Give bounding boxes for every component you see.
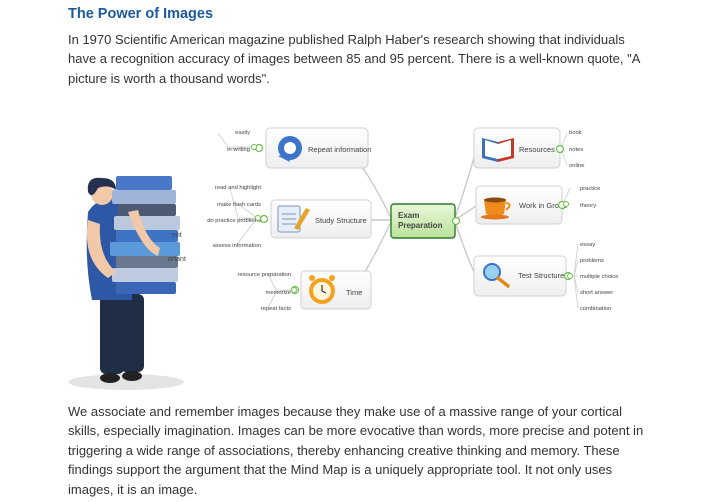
open-book-icon: [482, 138, 514, 162]
leaf-label: multiple choice: [580, 274, 618, 280]
central-topic-line-1: Exam: [398, 211, 419, 220]
leaf-label: short answer: [580, 290, 613, 296]
branch-label: Repeat information: [308, 145, 371, 154]
notepad-pencil-icon: [277, 205, 310, 233]
leaf-label: assess information: [213, 243, 261, 249]
magnifier-icon: [483, 263, 510, 288]
leaf-label: notes: [569, 147, 583, 153]
node-repeat-information: Repeat information: [254, 127, 371, 169]
book-spine-text: ent: [172, 232, 182, 239]
leaf-label: make flash cards: [217, 202, 261, 208]
branch-label: Study Structure: [315, 216, 367, 225]
branch-label: Test Structure: [518, 271, 564, 280]
alarm-clock-icon: [309, 275, 335, 304]
body-paragraph: We associate and remember images because…: [68, 404, 644, 497]
leaf-label: memorize: [266, 290, 291, 296]
node-resources: Resources: [473, 127, 565, 169]
leaf-label: problems: [580, 258, 604, 264]
intro-paragraph: In 1970 Scientific American magazine pub…: [68, 32, 640, 86]
leaf-label: repeat facts: [261, 306, 291, 312]
branch-label: Work in Group: [519, 201, 567, 210]
central-topic-exam-preparation: Exam Preparation: [390, 203, 461, 239]
section-heading: The Power of Images: [68, 6, 214, 22]
student-carrying-books-illustration: ent ortant: [68, 176, 186, 390]
mind-map-illustration: ent ortant Repeat information Study Stru…: [68, 127, 618, 390]
leaf-label: easily: [235, 130, 250, 136]
branch-label: Time: [346, 288, 362, 297]
node-study-structure: Study Structure: [259, 199, 372, 239]
node-test-structure: Test Structure: [473, 255, 573, 297]
central-topic-line-2: Preparation: [398, 221, 443, 230]
leaf-label: online: [569, 163, 584, 169]
book-spine-text: ortant: [168, 256, 186, 263]
coffee-cup-icon: [481, 197, 511, 220]
leaf-label: theory: [580, 203, 596, 209]
leaf-label: practice: [580, 186, 600, 192]
leaf-label: read and highlight: [215, 185, 261, 191]
leaf-label: essay: [580, 242, 595, 248]
leaf-label: resource preparation: [238, 272, 292, 278]
loop-arrow-icon: [278, 136, 302, 162]
branch-label: Resources: [519, 145, 555, 154]
leaf-label: combination: [580, 306, 611, 312]
node-work-in-group: Work in Group: [475, 185, 567, 225]
leaf-label: in writing: [227, 147, 250, 153]
leaf-label: book: [569, 130, 582, 136]
node-time: Time: [290, 270, 372, 310]
leaf-label: do practice problems: [207, 218, 261, 224]
